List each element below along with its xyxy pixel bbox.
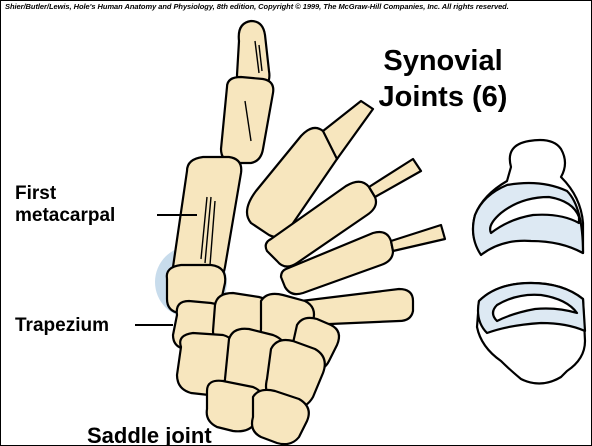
diagram-title: Synovial Joints (6)	[353, 43, 533, 115]
finger-bones	[247, 101, 445, 325]
first-metacarpal-label-line-1: First	[15, 183, 115, 205]
carpal-bones	[173, 293, 339, 444]
title-line-1: Synovial	[353, 43, 533, 79]
finger-extension-2	[369, 159, 421, 197]
title-line-2: Joints (6)	[353, 79, 533, 115]
saddle-joint-model	[473, 140, 585, 384]
first-metacarpal-label-line-2: metacarpal	[15, 205, 115, 227]
finger-extension-3	[391, 225, 445, 251]
trapezium-label: Trapezium	[15, 315, 109, 337]
saddle-joint-label: Saddle joint	[87, 423, 212, 446]
first-metacarpal-label: First metacarpal	[15, 183, 115, 227]
